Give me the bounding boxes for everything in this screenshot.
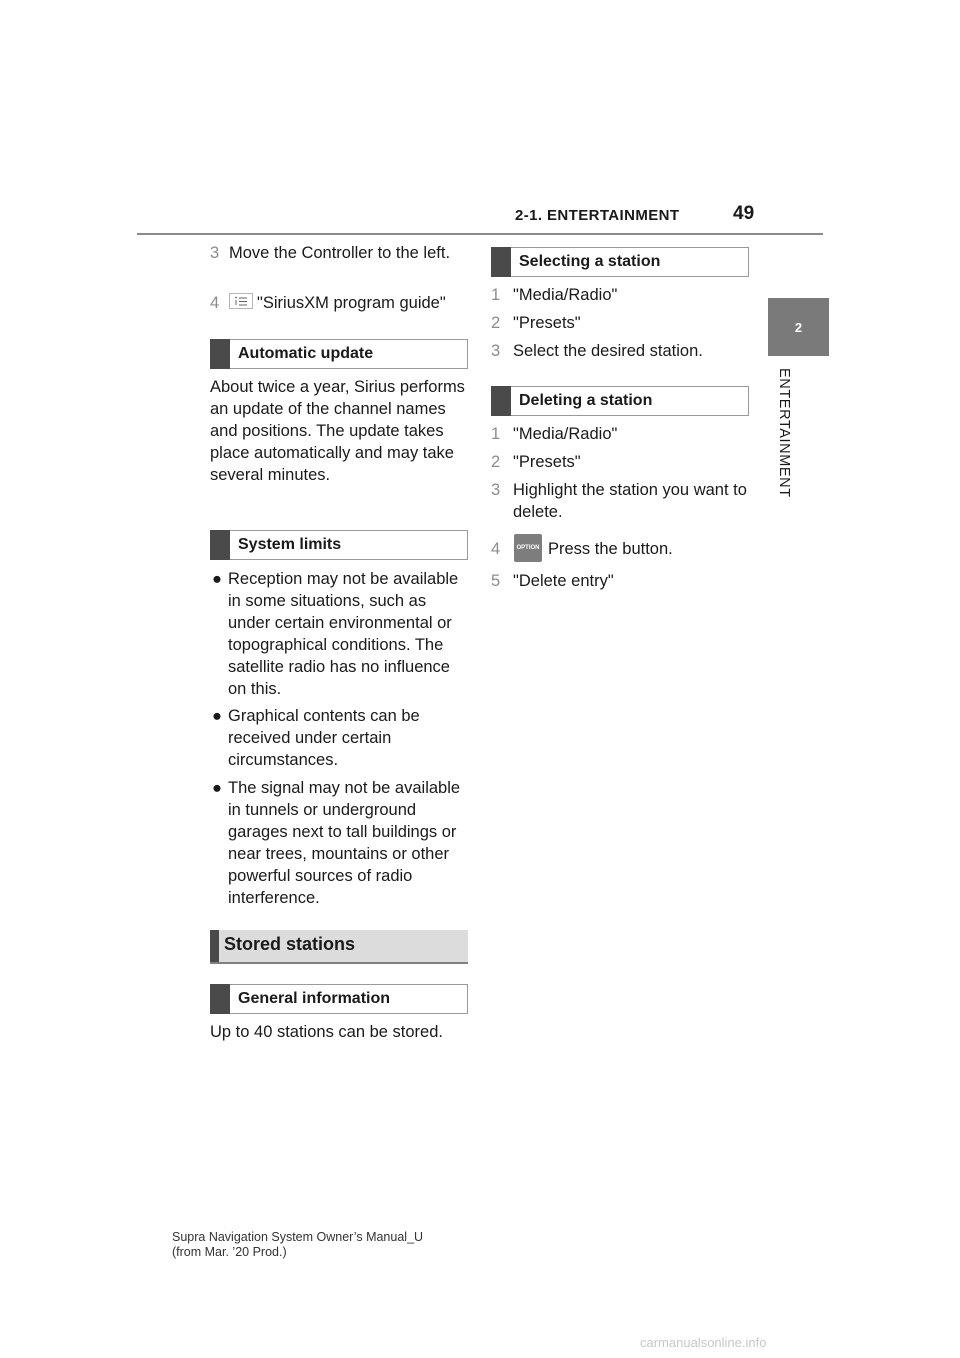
header-divider	[137, 233, 823, 235]
step-text: Move the Controller to the left.	[229, 244, 451, 262]
section-title: 2-1. ENTERTAINMENT	[515, 207, 680, 224]
step-number: 5	[491, 572, 501, 590]
footer: Supra Navigation System Owner’s Manual_U…	[172, 1230, 423, 1260]
heading-general-information: General information	[210, 984, 468, 1014]
step-number: 3	[491, 342, 501, 360]
automatic-update-paragraph: About twice a year, Sirius performs an u…	[210, 378, 465, 484]
select-step-3: 3 Select the desired station.	[491, 340, 746, 362]
step-text: "Media/Radio"	[513, 425, 618, 443]
footer-line-2: (from Mar. ’20 Prod.)	[172, 1245, 287, 1259]
step-number: 2	[491, 453, 501, 471]
bullet-text: Graphical contents can be received under…	[228, 707, 420, 769]
step-number: 4	[210, 294, 220, 312]
bullet-text: Reception may not be available in some s…	[228, 570, 459, 698]
heading-system-limits: System limits	[210, 530, 468, 560]
chapter-label: ENTERTAINMENT	[776, 368, 792, 498]
heading-deleting-station: Deleting a station	[491, 386, 749, 416]
step-text: "Presets"	[513, 453, 581, 471]
delete-step-2: 2 "Presets"	[491, 451, 746, 473]
list-menu-icon	[229, 293, 253, 309]
step-text: "SiriusXM program guide"	[257, 294, 446, 312]
footer-line-1: Supra Navigation System Owner’s Manual_U	[172, 1230, 424, 1244]
page-number: 49	[733, 203, 755, 224]
step-number: 1	[491, 425, 501, 443]
delete-step-3: 3 Highlight the station you want to dele…	[491, 479, 751, 523]
step-text: Highlight the station you want to delete…	[513, 481, 747, 521]
delete-step-4: 4 OPTION Press the button.	[491, 534, 746, 562]
bullet-item: ● Graphical contents can be received und…	[210, 705, 465, 771]
step-number: 1	[491, 286, 501, 304]
option-button-icon: OPTION	[514, 534, 542, 562]
step-3: 3 Move the Controller to the left.	[210, 242, 460, 264]
step-number: 4	[491, 540, 501, 558]
step-4: 4 "SiriusXM program guide"	[210, 292, 470, 314]
bullet-item: ● The signal may not be available in tun…	[210, 777, 465, 909]
step-number: 3	[210, 244, 220, 262]
heading-label: General information	[238, 990, 391, 1007]
chapter-tab: 2	[768, 298, 829, 356]
step-text: "Delete entry"	[513, 572, 614, 590]
bullet-icon: ●	[212, 779, 222, 797]
bullet-icon: ●	[212, 570, 222, 588]
heading-label: Deleting a station	[519, 392, 653, 409]
bullet-item: ● Reception may not be available in some…	[210, 568, 465, 700]
bullet-text: The signal may not be available in tunne…	[228, 779, 461, 907]
step-text: "Media/Radio"	[513, 286, 618, 304]
delete-step-1: 1 "Media/Radio"	[491, 423, 746, 445]
watermark: carmanualsonline.info	[640, 1335, 767, 1350]
heading-label: Stored stations	[224, 934, 356, 954]
step-number: 3	[491, 481, 501, 499]
select-step-1: 1 "Media/Radio"	[491, 284, 746, 306]
heading-stored-stations: Stored stations	[210, 930, 468, 964]
step-text: Press the button.	[548, 540, 673, 558]
general-information-paragraph: Up to 40 stations can be stored.	[210, 1023, 443, 1041]
select-step-2: 2 "Presets"	[491, 312, 746, 334]
step-text: Select the desired station.	[513, 342, 703, 360]
heading-label: Automatic update	[238, 345, 374, 362]
heading-selecting-station: Selecting a station	[491, 247, 749, 277]
heading-label: Selecting a station	[519, 253, 661, 270]
step-number: 2	[491, 314, 501, 332]
heading-automatic-update: Automatic update	[210, 339, 468, 369]
delete-step-5: 5 "Delete entry"	[491, 570, 746, 592]
step-text: "Presets"	[513, 314, 581, 332]
bullet-icon: ●	[212, 707, 222, 725]
heading-label: System limits	[238, 536, 342, 553]
